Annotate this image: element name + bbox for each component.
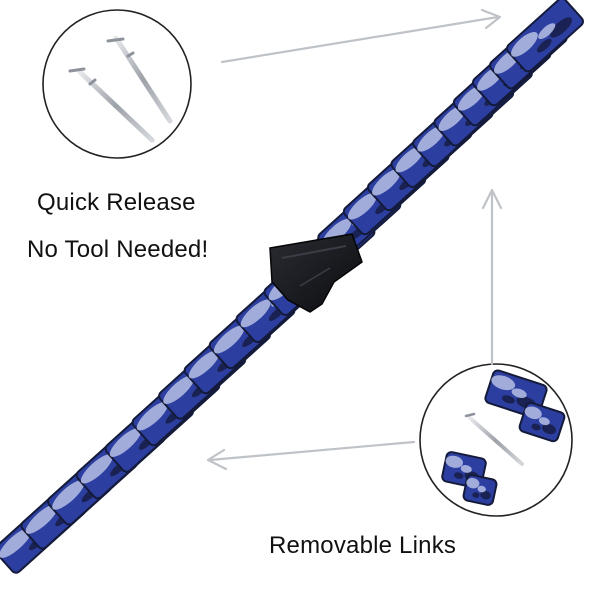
removable-links-detail — [419, 363, 573, 517]
detail-circle-pins — [42, 9, 192, 159]
arrow-icon — [206, 440, 416, 471]
band-link — [518, 401, 566, 443]
quick-release-caption: Quick Release — [37, 189, 196, 216]
spring-bar-pin-icon — [464, 412, 524, 466]
no-tool-caption: No Tool Needed! — [27, 236, 209, 263]
removable-links-caption: Removable Links — [269, 532, 457, 559]
arrow-icon — [220, 8, 502, 64]
arrow-icon — [481, 188, 503, 366]
band-link — [506, 0, 584, 73]
butterfly-clasp — [269, 233, 363, 313]
spring-bar-pin-icon — [106, 35, 173, 124]
watch-band-link-icon — [441, 369, 566, 506]
spring-bar-pin-icon — [68, 67, 155, 143]
quick-release-detail — [42, 9, 192, 159]
band-link — [462, 474, 498, 506]
